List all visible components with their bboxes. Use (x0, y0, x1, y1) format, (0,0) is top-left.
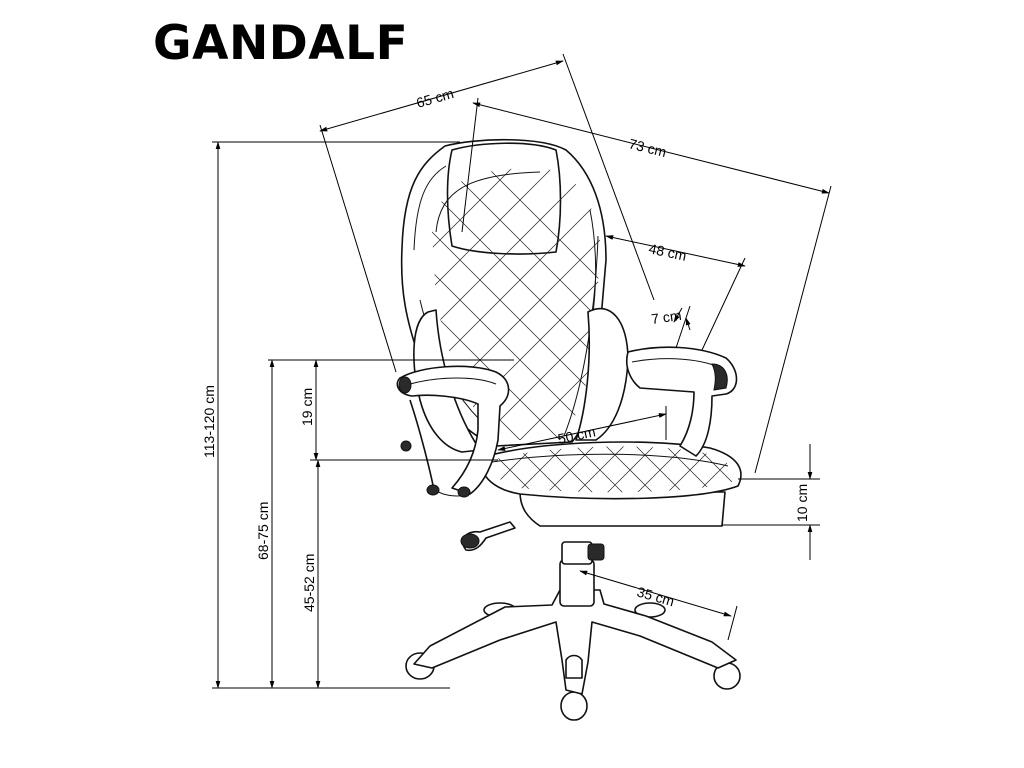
armrest-width-label: 7 cm (650, 307, 682, 327)
base-radius-dimension-line (579, 570, 732, 617)
seat-depth-label: 50 cm (556, 423, 597, 447)
seat-depth-dimension-line (497, 413, 667, 451)
depth-dimension-line (319, 60, 564, 132)
armrest-height-label: 68-75 cm (255, 502, 271, 560)
dimension-lines (212, 53, 832, 689)
gas-lift (559, 559, 595, 607)
back-width-dimension-line (605, 235, 746, 267)
depth-label: 65 cm (414, 85, 455, 111)
armrest-width-dimension-line (673, 307, 683, 323)
seat-thickness-label: 10 cm (794, 484, 810, 522)
width-dimension-line (472, 102, 830, 194)
back-width-label: 48 cm (647, 240, 688, 264)
width-label: 73 cm (627, 135, 668, 160)
total-height-label: 113-120 cm (201, 385, 217, 458)
right-armrest (625, 346, 738, 457)
armrest-above-seat-label: 19 cm (299, 388, 315, 426)
seat-height-label: 45-52 cm (301, 554, 317, 612)
quilted-back-pattern (432, 168, 600, 440)
chair-illustration (396, 138, 742, 721)
quilted-seat-pattern (491, 446, 734, 493)
